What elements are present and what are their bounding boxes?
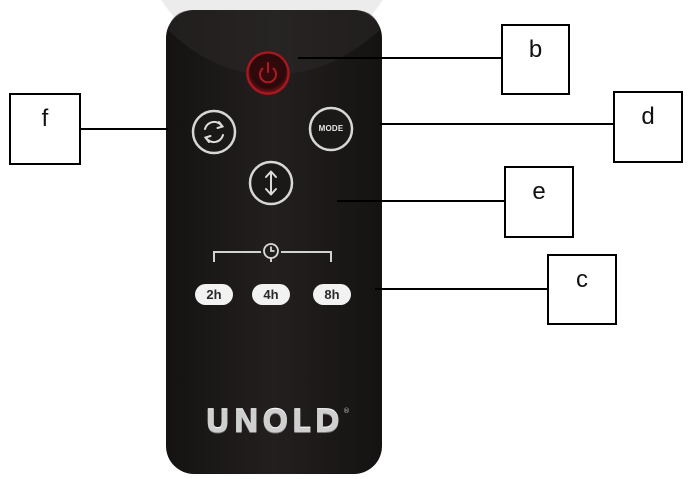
timer-4h-label: 4h (263, 287, 279, 302)
label-f: f (41, 105, 49, 132)
speed-button (248, 160, 294, 206)
label-b: b (528, 36, 543, 63)
rotate-icon (203, 120, 225, 144)
mode-button-label: MODE (318, 124, 344, 133)
swing-button (191, 109, 237, 155)
timer-4h-button (252, 284, 290, 305)
label-box-f: f (9, 93, 81, 165)
leader-lines (80, 57, 614, 290)
brand-registered-mark: ® (343, 407, 350, 415)
label-box-c: c (547, 254, 617, 325)
power-icon (259, 62, 277, 84)
label-box-d: d (613, 91, 683, 163)
up-down-arrow-icon (265, 170, 277, 196)
clock-icon (263, 243, 279, 259)
label-e: e (532, 178, 546, 205)
label-box-e: e (504, 166, 574, 238)
mode-button (308, 106, 354, 152)
brand-logo: UNOLD (205, 404, 343, 440)
timer-2h-label: 2h (206, 287, 222, 302)
label-c: c (576, 266, 588, 293)
timer-8h-button (313, 284, 351, 305)
timer-2h-button (195, 284, 233, 305)
power-button (246, 51, 290, 95)
timer-8h-label: 8h (324, 287, 340, 302)
label-d: d (641, 103, 655, 130)
label-box-b: b (501, 24, 570, 95)
